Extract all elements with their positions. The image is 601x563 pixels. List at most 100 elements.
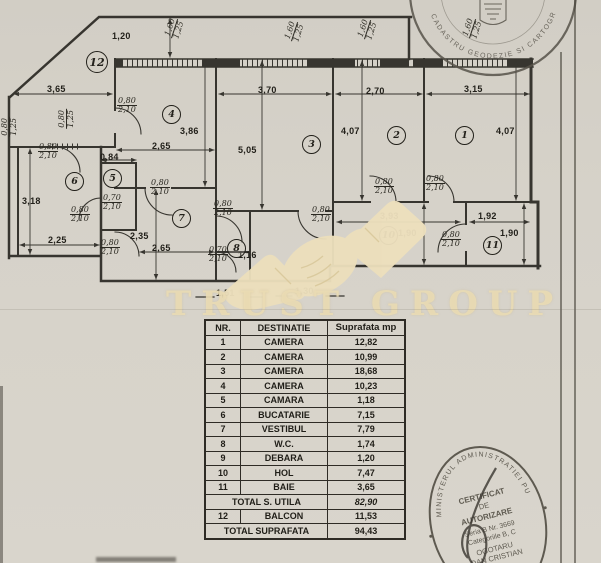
door-width: 0,80 — [150, 178, 170, 189]
dim-label: 0,84 — [100, 152, 119, 162]
header-suprafata: Suprafata mp — [327, 319, 406, 336]
door-width: 0,80 — [100, 238, 120, 249]
paper-fold-line — [0, 309, 601, 310]
door-height: 2,10 — [39, 151, 57, 161]
cell-mp: 1,74 — [327, 436, 406, 452]
door-height: 2,10 — [118, 105, 136, 115]
interior-walls — [8, 58, 532, 282]
cell-nr: 4 — [204, 378, 241, 394]
total-utila-label: TOTAL S. UTILA — [204, 494, 328, 510]
cell-dest: HOL — [240, 465, 328, 481]
dim-label: 4,07 — [341, 126, 360, 136]
dim-label: 2,65 — [152, 141, 171, 151]
door-width: 0,80 — [38, 142, 58, 153]
door-height: 2,10 — [312, 214, 330, 224]
door-width: 0,70 — [102, 193, 122, 204]
dim-label: 3,86 — [180, 126, 199, 136]
certificate-stamp: MINISTERUL ADMINISTRATIEI PUBLICE CERTIF… — [412, 438, 548, 563]
door-height: 2,10 — [151, 187, 169, 197]
door-width: 0,80 — [70, 205, 90, 216]
dim-label: 2,35 — [130, 231, 149, 241]
total-utila-row: TOTAL S. UTILA 82,90 — [204, 494, 406, 510]
cut-off-text-smudge — [96, 557, 176, 562]
outer-walls-right — [529, 57, 540, 270]
cell-dest: CAMARA — [240, 392, 328, 408]
cell-mp: 10,99 — [327, 349, 406, 365]
stamp-coat-of-arms — [479, 0, 507, 26]
round-official-stamp: CADASTRU GEODEZIE SI CARTOGRAFIE — [395, 0, 577, 77]
cell-nr: 9 — [204, 450, 241, 466]
door-swing-arcs — [54, 107, 467, 273]
dim-label: 3,18 — [22, 196, 41, 206]
page-edge-line — [574, 0, 576, 563]
total-utila-value: 82,90 — [327, 494, 406, 510]
door-width: 0,80 — [117, 96, 137, 107]
total-suprafata-row: TOTAL SUPRAFATA 94,43 — [204, 523, 406, 539]
signature-scribble — [461, 467, 497, 563]
dim-label: 1,20 — [112, 31, 131, 41]
balcony-walls — [8, 15, 413, 99]
window-hatch — [123, 59, 203, 67]
cell-mp: 18,68 — [327, 363, 406, 379]
window-height: 1,25 — [9, 117, 19, 136]
cell-mp: 7,79 — [327, 421, 406, 437]
cell-nr: 10 — [204, 465, 241, 481]
door-height: 2,10 — [103, 202, 121, 212]
page-edge-line — [560, 52, 562, 563]
door-height: 2,10 — [214, 208, 232, 218]
cell-nr: 1 — [204, 334, 241, 350]
room-number-2: 2 — [387, 126, 406, 145]
dim-label: 1,90 — [500, 228, 519, 238]
top-wall-solid — [115, 58, 533, 67]
header-nr: NR. — [204, 319, 241, 336]
cell-dest: CAMERA — [240, 349, 328, 365]
door-height: 2,10 — [101, 247, 119, 257]
window-height: 1,25 — [66, 109, 76, 128]
handshake-watermark-graphic — [223, 200, 427, 310]
stamp-line: DE — [478, 500, 490, 511]
dim-label: 2,65 — [152, 243, 171, 253]
door-height: 2,10 — [442, 239, 460, 249]
room-number-6: 6 — [65, 172, 84, 191]
door-width: 0,80 — [441, 230, 461, 241]
cell-mp: 7,15 — [327, 407, 406, 423]
cell-nr: 7 — [204, 421, 241, 437]
dimension-lines — [13, 18, 530, 298]
room-number-8: 8 — [227, 239, 246, 258]
dim-label: 4,07 — [496, 126, 515, 136]
room-number-12: 12 — [86, 51, 108, 73]
cell-dest: BAIE — [240, 479, 328, 495]
dim-label: 2,70 — [366, 86, 385, 96]
cell-nr: 6 — [204, 407, 241, 423]
cell-dest: W.C. — [240, 436, 328, 452]
door-width: 0,80 — [311, 205, 331, 216]
cell-nr: 3 — [204, 363, 241, 379]
stamp-center-text: CERTIFICAT DE AUTORIZARE Seria B Nr. 366… — [458, 486, 524, 563]
cell-nr: 8 — [204, 436, 241, 452]
room-number-11: 11 — [483, 236, 502, 255]
cell-mp: 1,18 — [327, 392, 406, 408]
cell-nr: 2 — [204, 349, 241, 365]
door-height: 2,10 — [71, 214, 89, 224]
window-hatch — [355, 59, 380, 67]
room-number-7: 7 — [172, 209, 191, 228]
room-number-5: 5 — [103, 169, 122, 188]
